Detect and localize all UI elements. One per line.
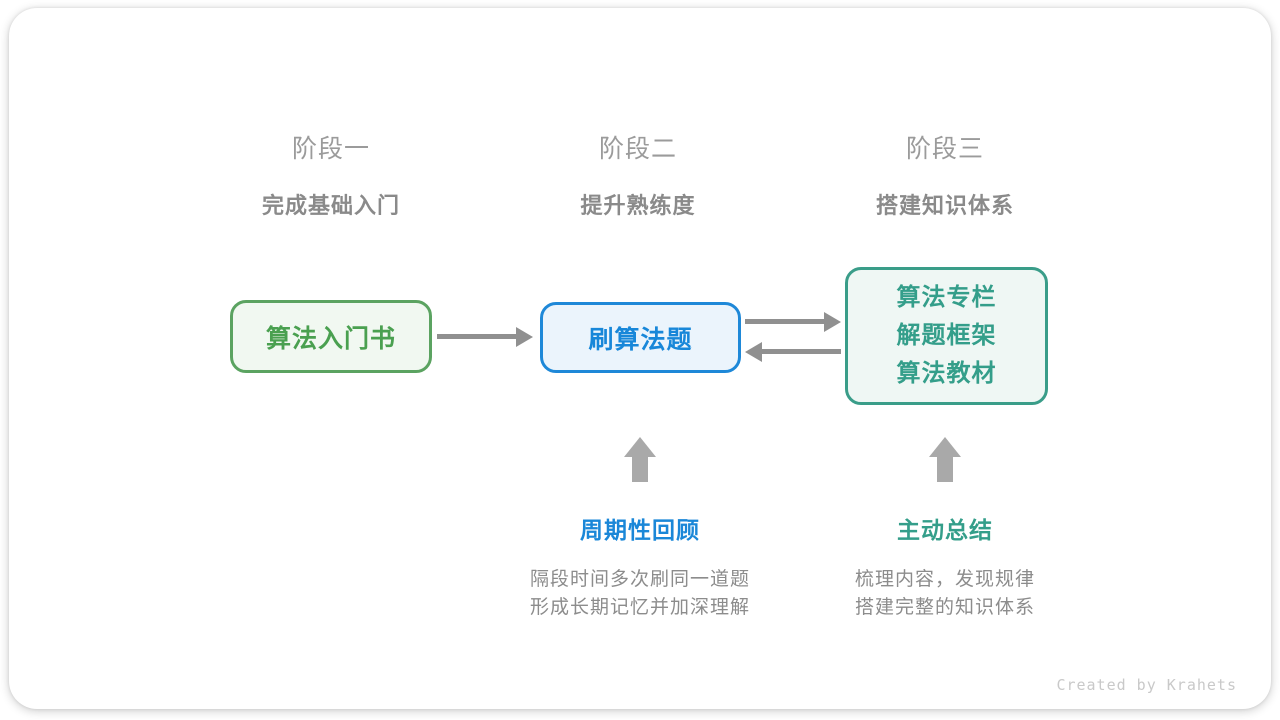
arrow-head xyxy=(516,327,533,347)
desc-line-2: 搭建完整的知识体系 xyxy=(854,597,1035,618)
callout-periodic-review: 周期性回顾 隔段时间多次刷同一道题 形成长期记忆并加深理解 xyxy=(480,511,800,622)
stage-header-1: 阶段一 完成基础入门 xyxy=(181,129,481,220)
callout-periodic-review-desc: 隔段时间多次刷同一道题 形成长期记忆并加深理解 xyxy=(480,566,800,622)
stage-1-label: 阶段一 xyxy=(291,135,370,163)
node-resource-line-2: 解题框架 xyxy=(896,322,997,349)
callout-active-summary-title: 主动总结 xyxy=(897,517,993,543)
arrow-up-head xyxy=(624,437,656,457)
arrow-shaft xyxy=(437,334,519,339)
callout-periodic-review-title: 周期性回顾 xyxy=(580,517,700,543)
arrow-up-icon xyxy=(929,437,961,482)
arrow-head xyxy=(745,342,762,362)
arrow-shaft xyxy=(759,349,841,354)
arrow-head xyxy=(824,312,841,332)
arrow-right-icon xyxy=(437,327,533,347)
arrow-up-icon xyxy=(624,437,656,482)
callout-active-summary: 主动总结 梳理内容，发现规律 搭建完整的知识体系 xyxy=(785,511,1105,622)
desc-line-2: 形成长期记忆并加深理解 xyxy=(529,597,750,618)
stage-1-subtitle: 完成基础入门 xyxy=(261,193,400,218)
node-resource-line-1: 算法专栏 xyxy=(896,284,997,311)
desc-line-1: 梳理内容，发现规律 xyxy=(854,569,1035,590)
arrow-up-head xyxy=(929,437,961,457)
callout-active-summary-desc: 梳理内容，发现规律 搭建完整的知识体系 xyxy=(785,566,1105,622)
node-intro-book: 算法入门书 xyxy=(230,300,432,373)
credit-text: Created by Krahets xyxy=(1056,676,1237,694)
node-practice-problems: 刷算法题 xyxy=(540,302,741,373)
arrow-shaft xyxy=(745,319,827,324)
arrow-up-stem xyxy=(632,457,648,482)
stage-header-2: 阶段二 提升熟练度 xyxy=(488,129,788,220)
stage-2-subtitle: 提升熟练度 xyxy=(580,193,696,218)
stage-3-subtitle: 搭建知识体系 xyxy=(875,193,1014,218)
node-resource-line-3: 算法教材 xyxy=(896,360,997,387)
stage-3-label: 阶段三 xyxy=(905,135,984,163)
arrow-right-icon xyxy=(745,312,841,332)
node-intro-book-label: 算法入门书 xyxy=(265,324,396,353)
arrow-left-icon xyxy=(745,342,841,362)
arrow-up-stem xyxy=(937,457,953,482)
node-practice-problems-label: 刷算法题 xyxy=(588,325,693,354)
node-knowledge-resources: 算法专栏 解题框架 算法教材 xyxy=(845,267,1048,405)
stage-2-label: 阶段二 xyxy=(598,135,677,163)
desc-line-1: 隔段时间多次刷同一道题 xyxy=(529,569,750,590)
stage-header-3: 阶段三 搭建知识体系 xyxy=(795,129,1095,220)
